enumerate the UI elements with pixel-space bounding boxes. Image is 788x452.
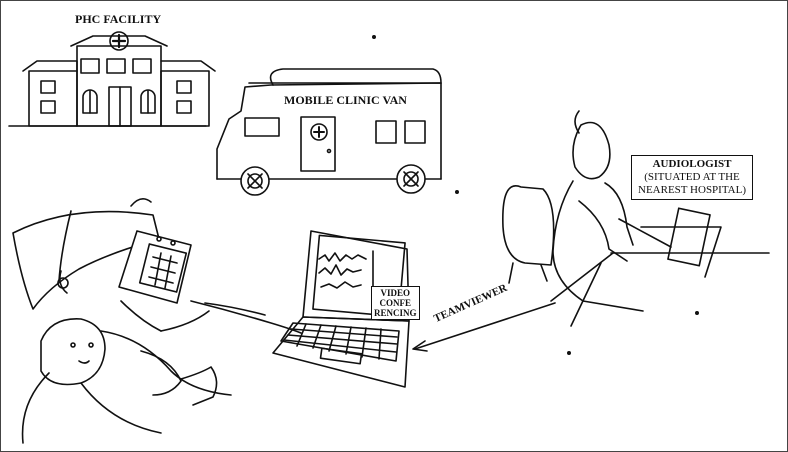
video-conferencing-label: VIDEO CONFE RENCING	[371, 286, 420, 320]
audiologist-location-line1: (SITUATED AT THE	[638, 171, 746, 184]
audiologist-figure	[503, 111, 769, 326]
video-line2: CONFE	[374, 298, 417, 308]
audiologist-location-line2: NEAREST HOSPITAL)	[638, 184, 746, 197]
phc-facility-label: PHC FACILITY	[75, 12, 161, 27]
mobile-clinic-van-label: MOBILE CLINIC VAN	[284, 93, 407, 108]
infant-with-device	[13, 199, 301, 443]
audiologist-label: AUDIOLOGIST	[638, 158, 746, 171]
mobile-clinic-van	[217, 69, 441, 195]
video-line3: RENCING	[374, 308, 417, 318]
arrow-icon	[413, 303, 555, 351]
stray-dot	[696, 312, 698, 314]
video-line1: VIDEO	[374, 288, 417, 298]
stray-dot	[373, 36, 375, 38]
stray-dot	[456, 191, 458, 193]
stray-dot	[568, 352, 570, 354]
phc-building	[9, 32, 215, 126]
audiologist-label-box: AUDIOLOGIST (SITUATED AT THE NEAREST HOS…	[631, 155, 753, 200]
